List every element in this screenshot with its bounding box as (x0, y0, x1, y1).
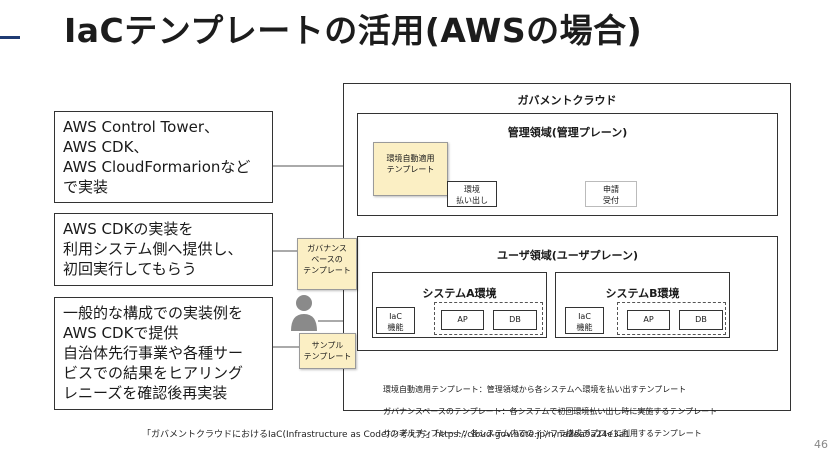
system-a-iac-box: IaC 機能 (376, 307, 415, 334)
env-dispense-box: 環境 払い出し (447, 181, 497, 207)
system-a-label: システムA環境 (422, 287, 497, 300)
title-accent-bar (0, 36, 20, 39)
governance-template-sticky: ガバナンス ベースの テンプレート (297, 238, 357, 290)
system-b-db-box: DB (679, 310, 723, 330)
system-a-ap-box: AP (441, 310, 484, 330)
system-a-dashed-group (434, 302, 543, 335)
note-sample-impl: 一般的な構成での実装例を AWS CDKで提供 自治体先行事業や各種サー ビスで… (54, 297, 273, 410)
sample-template-sticky: サンプル テンプレート (299, 333, 356, 369)
system-a-db-box: DB (493, 310, 537, 330)
system-b-iac-box: IaC 機能 (565, 307, 604, 334)
env-auto-template-sticky: 環境自動適用 テンプレート (373, 142, 448, 196)
legend-item: サンプルテンプレート：各システム内でのインフラ構成デプロイに利用するテンプレート (383, 429, 702, 438)
slide-title: IaCテンプレートの活用(AWSの場合) (64, 11, 643, 50)
page-number: 46 (814, 438, 828, 451)
government-cloud-label: ガバメントクラウド (517, 94, 617, 107)
legend-item: ガバナンスベースのテンプレート：各システムで初回環境払い出し時に実施するテンプレ… (383, 407, 718, 416)
legend: 環境自動適用テンプレート：管理領域から各システムへ環境を払い出すテンプレート ガ… (383, 373, 717, 450)
management-area-label: 管理領域(管理プレーン) (507, 126, 628, 139)
user-area-label: ユーザ領域(ユーザプレーン) (496, 249, 639, 262)
system-b-dashed-group (617, 302, 726, 335)
note-cdk-provide: AWS CDKの実装を 利用システム側へ提供し、 初回実行してもらう (54, 213, 273, 286)
legend-item: 環境自動適用テンプレート：管理領域から各システムへ環境を払い出すテンプレート (383, 385, 687, 394)
system-b-label: システムB環境 (605, 287, 680, 300)
application-accept-box: 申請 受付 (585, 181, 637, 207)
system-b-ap-box: AP (627, 310, 670, 330)
source-caption: 「ガバメントクラウドにおけるIaC(Infrastructure as Code… (142, 430, 630, 440)
note-control-tower: AWS Control Tower、 AWS CDK、 AWS CloudFor… (54, 111, 273, 203)
